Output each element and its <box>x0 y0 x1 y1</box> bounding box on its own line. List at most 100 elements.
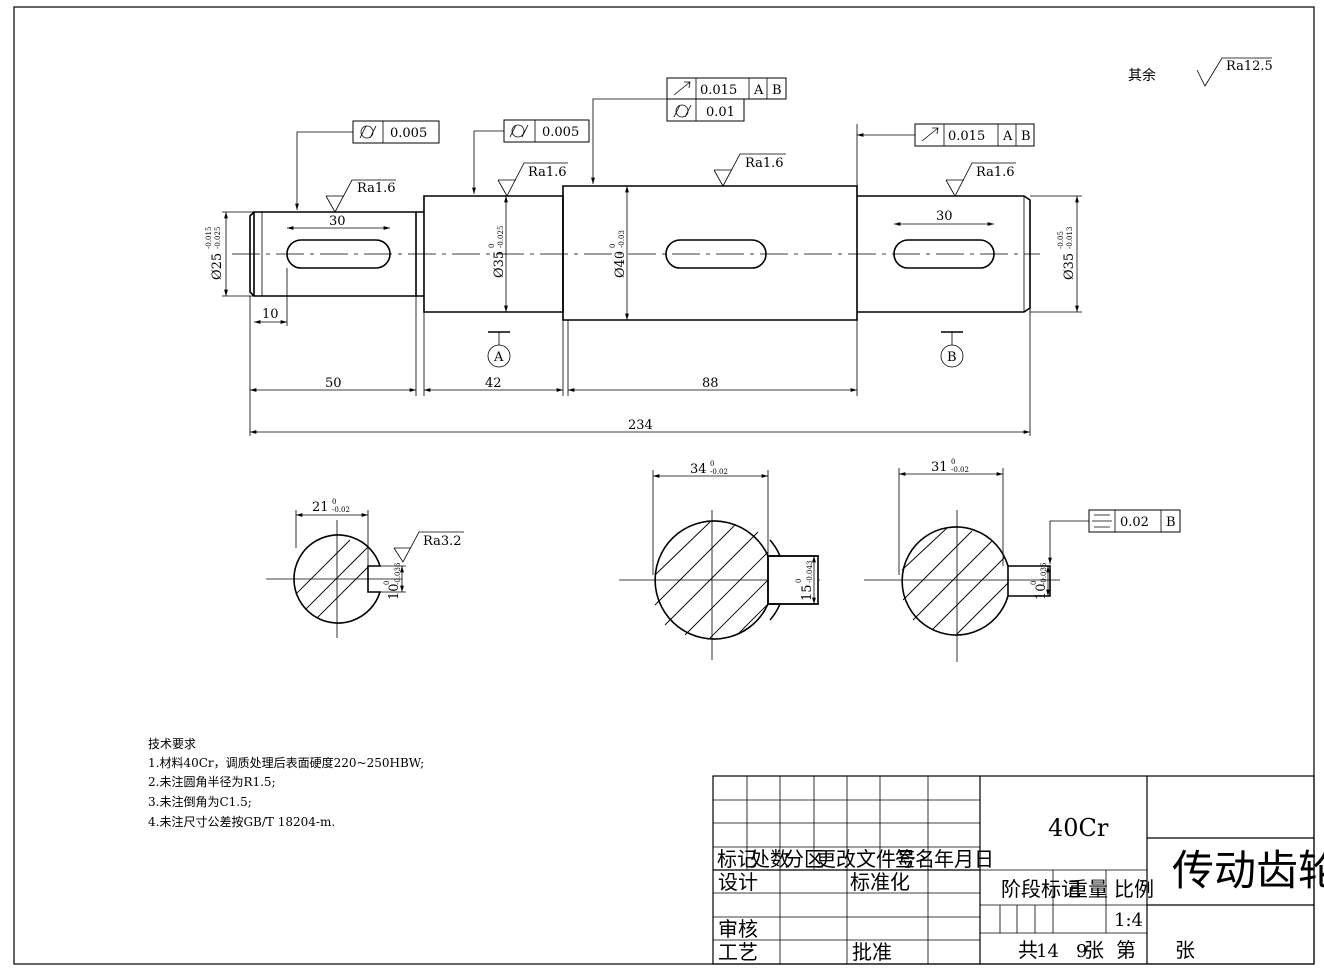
gtol-5-ref-b: B <box>1021 129 1031 144</box>
gtol-5-ref-a: A <box>1002 129 1013 144</box>
sec-1-width-upper: 0 <box>332 498 336 506</box>
section-1: 21 0 -0.02 10 0 -0.036 Ra3.2 <box>266 498 464 638</box>
tb-weight: 重量 <box>1068 877 1108 901</box>
tb-total: 共 <box>1018 938 1038 962</box>
datum-a-label: A <box>493 350 504 365</box>
tb-material: 40Cr <box>1048 814 1109 842</box>
gtol-3-value: 0.015 <box>700 83 737 98</box>
roughness-symbols: Ra1.6 Ra1.6 Ra1.6 Ra1.6 <box>325 153 1016 213</box>
ra-2: Ra1.6 <box>528 165 567 180</box>
ra-4: Ra1.6 <box>976 165 1015 180</box>
sec-1-width: 21 <box>312 500 329 515</box>
runout-icon <box>673 81 691 96</box>
len-keyway-right: 30 <box>936 209 953 224</box>
ra-3: Ra1.6 <box>745 156 784 171</box>
dia-1-lower: -0.025 <box>214 227 222 249</box>
sec-2-width: 34 <box>690 462 707 477</box>
dia-3-upper: 0 <box>609 244 617 248</box>
tb-header-5: 年月日 <box>934 847 994 871</box>
ra-1: Ra1.6 <box>357 181 396 196</box>
gtol-2-value: 0.005 <box>542 125 579 140</box>
gtol-2: 0.005 <box>472 119 590 194</box>
sec-3-width-lower: -0.02 <box>951 466 969 474</box>
gtol-6-ref-b: B <box>1166 515 1176 530</box>
sec-1-width-lower: -0.02 <box>332 506 350 514</box>
tb-approve: 批准 <box>852 940 892 964</box>
roughness-default-label: 其余 <box>1128 67 1156 84</box>
tb-sheet-count: 9 <box>1076 941 1087 962</box>
tb-sheet-unit: 张 <box>1084 938 1104 962</box>
dia-2-upper: 0 <box>488 244 496 248</box>
sec-3-key-lower: -0.036 <box>1040 562 1048 585</box>
technical-notes: 技术要求 1.材料40Cr，调质处理后表面硬度220~250HBW; 2.未注圆… <box>148 737 424 829</box>
dia-2-lower: -0.025 <box>497 226 505 248</box>
gtol-6-value: 0.02 <box>1120 515 1149 530</box>
roughness-default-value: Ra12.5 <box>1226 59 1273 74</box>
dia-4-upper: -0.05 <box>1057 231 1065 249</box>
cylindricity-icon <box>509 124 529 138</box>
sec-2-key: 15 <box>800 584 815 601</box>
roughness-default-symbol <box>1196 57 1272 87</box>
dia-1-nominal: Ø25 <box>210 253 225 280</box>
shaft-main-view <box>232 185 1040 321</box>
notes-title: 技术要求 <box>148 737 196 751</box>
sec-3-width: 31 <box>931 460 948 475</box>
keyway-right <box>893 239 995 269</box>
note-1: 1.材料40Cr，调质处理后表面硬度220~250HBW; <box>148 755 424 770</box>
tb-total-count: 14 <box>1036 941 1059 962</box>
tb-header-4: 签名 <box>895 847 935 871</box>
sec-3-key-upper: 0 <box>1030 581 1038 585</box>
datum-symbols: A B <box>487 331 964 368</box>
sec-1-key-lower: -0.036 <box>394 562 402 585</box>
sec-3-width-upper: 0 <box>951 458 955 466</box>
drawing-frame <box>13 6 1315 965</box>
dia-3-nominal: Ø40 <box>613 251 628 278</box>
cylindricity-icon <box>359 125 377 139</box>
gtol-3-ref-a: A <box>753 83 764 98</box>
section-3: 31 0 -0.02 10 0 -0.036 0.02 B <box>864 458 1181 662</box>
len-10: 10 <box>262 307 279 322</box>
dia-2-nominal: Ø35 <box>492 251 507 278</box>
tb-scale: 比例 <box>1114 877 1154 901</box>
note-2: 2.未注圆角半径为R1.5; <box>148 774 276 789</box>
gtol-3-ref-b: B <box>772 83 782 98</box>
sec-2-key-lower: -0.043 <box>806 561 814 583</box>
tb-part-name: 传动齿轮 <box>1172 846 1324 895</box>
sec-1-key-upper: 0 <box>383 581 391 585</box>
cylindricity-icon <box>673 104 692 118</box>
tb-header-2: 分区 <box>784 847 824 871</box>
sec-1-key: 10 <box>387 583 402 600</box>
dia-3-lower: -0.03 <box>618 230 626 248</box>
note-4: 4.未注尺寸公差按GB/T 18204-m. <box>148 814 335 829</box>
tb-scale-value: 1:4 <box>1114 910 1143 931</box>
tb-process: 工艺 <box>718 940 758 964</box>
tb-sheet-unit2: 张 <box>1175 938 1195 962</box>
tb-stage: 阶段标记 <box>1001 877 1081 901</box>
dia-1-upper: -0.015 <box>205 227 213 249</box>
diameter-dimensions: Ø25 -0.015 -0.025 Ø35 0 -0.025 Ø40 0 -0.… <box>205 186 1082 320</box>
gtol-1: 0.005 <box>295 120 440 210</box>
tb-design: 设计 <box>718 870 758 894</box>
len-234: 234 <box>628 418 653 433</box>
sec-3-key: 10 <box>1034 583 1049 600</box>
note-3: 3.未注倒角为C1.5; <box>148 794 252 809</box>
datum-b-label: B <box>947 350 957 365</box>
sec-2-width-lower: -0.02 <box>710 468 728 476</box>
tb-header-3: 更改文件号 <box>816 847 916 871</box>
keyway-left <box>286 239 391 269</box>
section-2: 34 0 -0.02 15 0 -0.043 <box>619 460 820 660</box>
tb-header-0: 标记 <box>717 847 757 871</box>
gtol-4-value: 0.01 <box>706 105 735 120</box>
sec-2-key-upper: 0 <box>795 579 803 583</box>
title-block: 标记 处数 分区 更改文件号 签名 年月日 设计 标准化 审核 工艺 批准 40… <box>712 775 1324 965</box>
tb-header-1: 处数 <box>750 847 790 871</box>
dia-4-lower: -0.013 <box>1066 227 1074 249</box>
len-50: 50 <box>325 376 342 391</box>
sec-2-width-upper: 0 <box>710 460 714 468</box>
len-keyway-left: 30 <box>329 214 346 229</box>
keyway-middle <box>665 239 767 269</box>
len-88: 88 <box>702 376 719 391</box>
tb-standard: 标准化 <box>850 870 910 894</box>
length-dimensions: 30 30 10 50 42 88 234 <box>249 209 1031 436</box>
